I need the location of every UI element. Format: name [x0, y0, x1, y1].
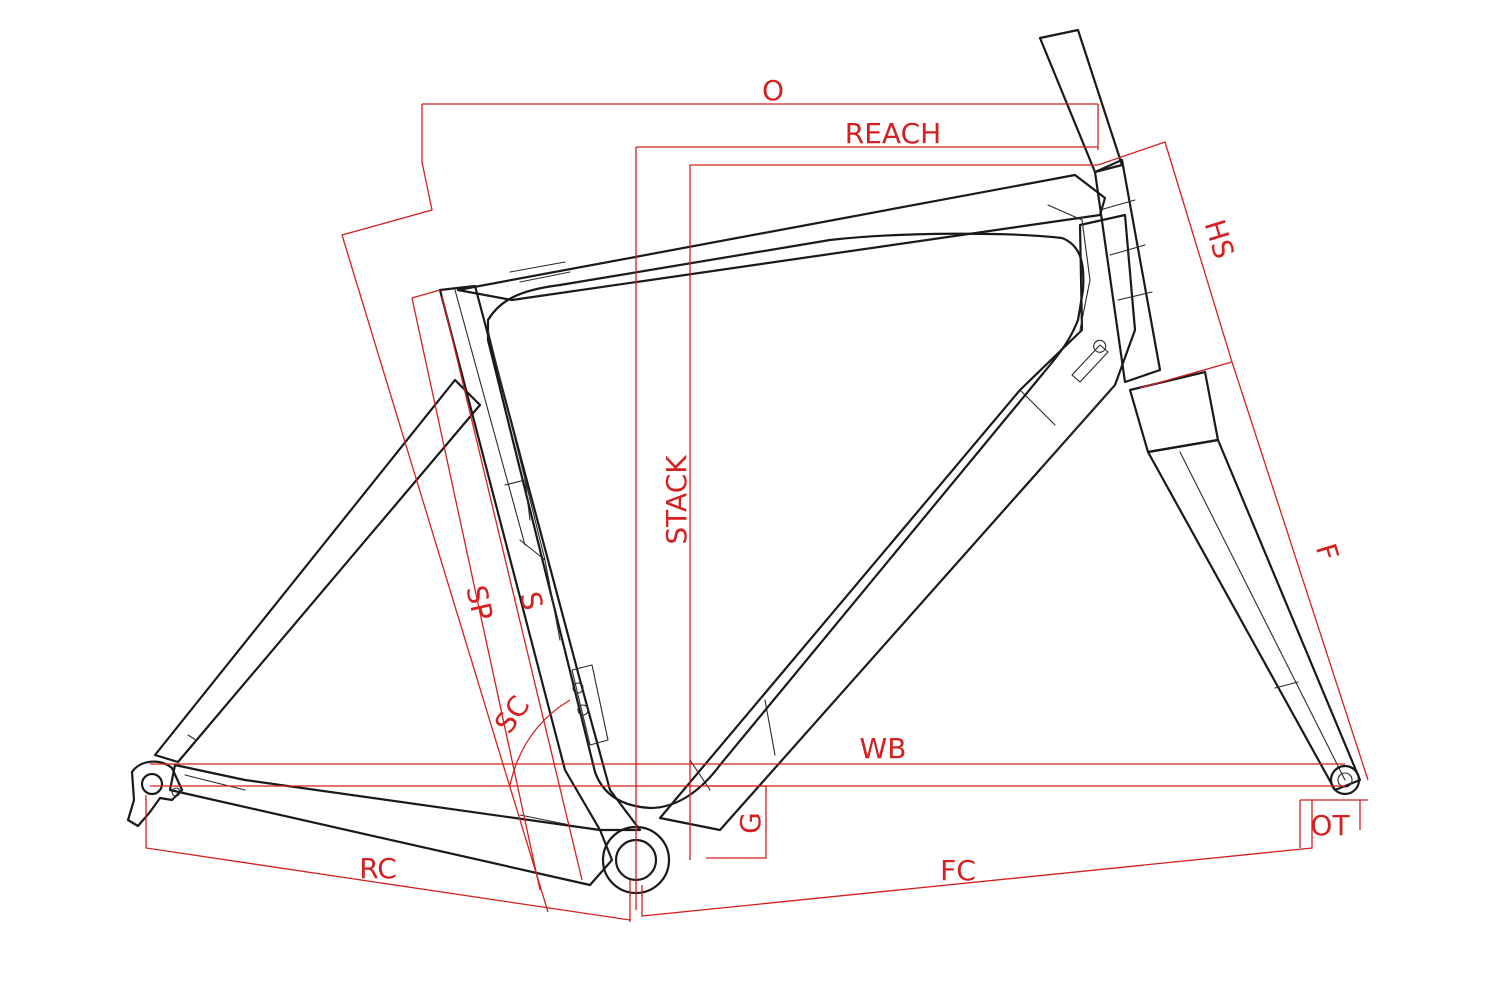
seat-tube-bottle-mount: [571, 664, 609, 746]
head-tube: [1093, 158, 1162, 384]
dim-f-line: [1231, 361, 1369, 781]
label-reach: REACH: [845, 117, 941, 150]
dim-o-line: [421, 103, 1099, 162]
label-sc: SC: [488, 690, 536, 740]
dim-o-leader: [341, 161, 549, 913]
dim-sc-arc: [509, 699, 571, 786]
main-triangle-inner: [486, 232, 1085, 810]
fork-blade-inner: [1179, 451, 1346, 781]
down-tube-slot: [1071, 344, 1109, 383]
bottle-bolt-1: [572, 682, 584, 694]
derailleur-hanger-bolt: [171, 787, 181, 797]
dim-ot-line: [1299, 799, 1368, 848]
down-tube-inner: [689, 204, 1116, 791]
seat-stay: [153, 378, 482, 764]
label-sp: SP: [459, 582, 499, 623]
dim-rc-line: [145, 795, 631, 922]
dim-g-line: [706, 785, 767, 859]
dim-stack-line: [689, 164, 1098, 860]
rear-axle: [140, 772, 164, 796]
bicycle-frame: [126, 28, 1362, 895]
label-f: F: [1309, 540, 1345, 565]
dim-wb-line: [150, 763, 1345, 787]
label-fc: FC: [940, 854, 976, 887]
top-tube-inner: [509, 261, 571, 283]
chain-stay-inner: [184, 774, 571, 826]
chain-stay: [168, 763, 614, 887]
dim-s-line: [441, 295, 583, 881]
seat-stay-inner: [187, 734, 197, 741]
dim-hs-line: [1097, 141, 1233, 389]
dim-fc-line: [641, 800, 1313, 917]
dim-sp-line: [411, 289, 541, 891]
label-stack: STACK: [660, 455, 693, 545]
dimension-lines: [145, 103, 1369, 922]
seat-tube: [438, 284, 642, 832]
fork-crown: [1128, 370, 1220, 454]
bottle-bolt-2: [577, 704, 589, 716]
top-tube: [456, 173, 1107, 302]
front-axle: [1337, 772, 1353, 788]
dim-reach-line: [635, 146, 1098, 910]
front-dropout: [1329, 764, 1361, 796]
label-wb: WB: [860, 732, 907, 765]
rear-dropout: [126, 760, 184, 828]
label-o: O: [762, 74, 784, 107]
label-hs: HS: [1198, 216, 1241, 263]
label-g: G: [734, 812, 767, 834]
label-ot: OT: [1310, 809, 1350, 842]
seat-tube-inner: [454, 289, 561, 641]
label-rc: RC: [359, 852, 397, 885]
fork-steerer: [1038, 28, 1124, 174]
fork-blade: [1146, 438, 1362, 792]
dimension-labels: O REACH STACK HS F SP S SC WB G RC FC OT: [359, 74, 1350, 887]
